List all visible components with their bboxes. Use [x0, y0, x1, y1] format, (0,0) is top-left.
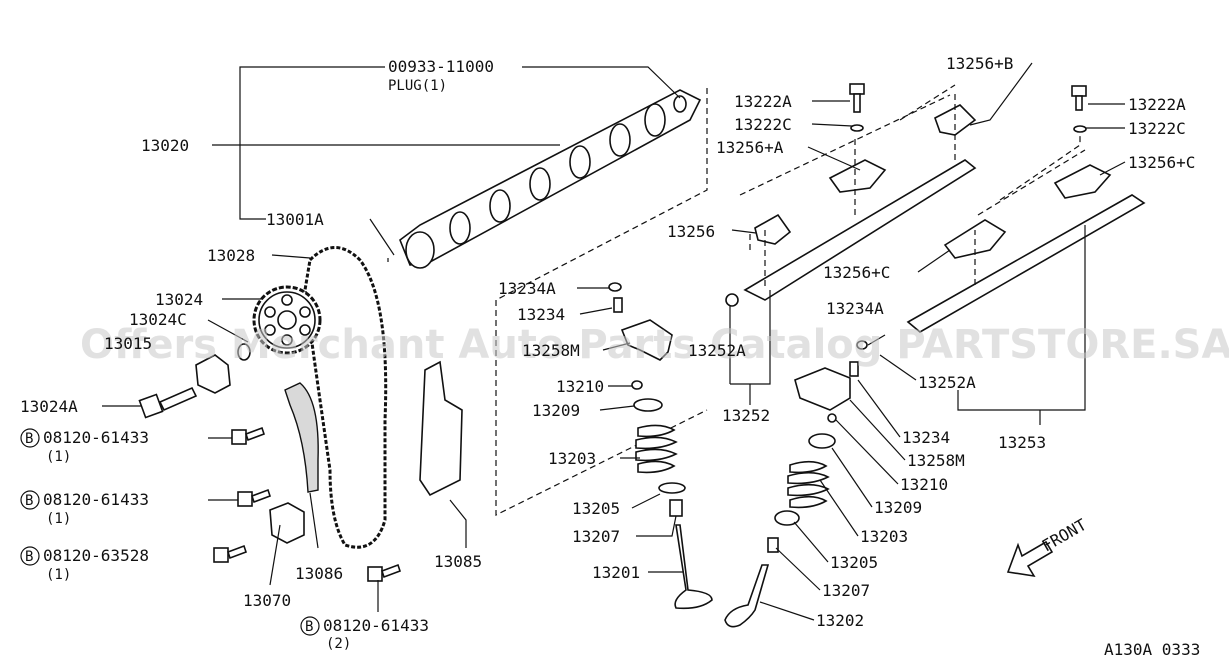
leader-lines	[102, 62, 1126, 621]
callout-bolt-b4[interactable]: B 08120-61433 (2)	[300, 616, 429, 652]
camshaft-illustration[interactable]	[399, 89, 702, 269]
callout-13256[interactable]: 13256	[667, 222, 715, 241]
bolt-13024A-illustration[interactable]	[138, 386, 198, 419]
callout-13001A[interactable]: 13001A	[266, 210, 324, 229]
callout-13207-left[interactable]: 13207	[572, 527, 620, 546]
chain-guide-right-illustration[interactable]	[419, 360, 463, 497]
callout-13252[interactable]: 13252	[722, 406, 770, 425]
callout-13024[interactable]: 13024	[155, 290, 203, 309]
callout-13258M-left[interactable]: 13258M	[522, 341, 580, 360]
rocker-shaft-left-illustration[interactable]	[725, 159, 977, 307]
b-mark-4: B	[305, 619, 313, 635]
callout-13209-left[interactable]: 13209	[532, 401, 580, 420]
callout-13209-right[interactable]: 13209	[874, 498, 922, 517]
callout-13024A[interactable]: 13024A	[20, 397, 78, 416]
washer-illustration[interactable]	[237, 343, 251, 361]
callout-13070[interactable]: 13070	[243, 591, 291, 610]
callout-13203-left[interactable]: 13203	[548, 449, 596, 468]
callout-13205-left[interactable]: 13205	[572, 499, 620, 518]
callout-13020[interactable]: 13020	[141, 136, 189, 155]
callout-13256A[interactable]: 13256+A	[716, 138, 784, 157]
rocker-shaft-right-illustration[interactable]	[906, 194, 1146, 333]
callout-bolt-b3[interactable]: B 08120-63528 (1)	[20, 546, 149, 583]
bolt-b2-part: 08120-61433	[43, 490, 149, 509]
callout-13234A-left[interactable]: 13234A	[498, 279, 556, 298]
bolt-b2-qty: (1)	[46, 511, 71, 527]
callout-plug-desc: PLUG(1)	[388, 78, 447, 94]
front-arrow-icon	[1006, 540, 1054, 578]
callout-13234-right[interactable]: 13234	[902, 428, 950, 447]
callout-13234-left[interactable]: 13234	[517, 305, 565, 324]
washer-13222C-right-illustration[interactable]	[1073, 125, 1087, 133]
bolt-b1-qty: (1)	[46, 449, 71, 465]
bolt-b4-part: 08120-61433	[323, 616, 429, 635]
callout-13222A-left[interactable]: 13222A	[734, 92, 792, 111]
callout-13252A-right[interactable]: 13252A	[918, 373, 976, 392]
callout-13210-left[interactable]: 13210	[556, 377, 604, 396]
callout-13203-right[interactable]: 13203	[860, 527, 908, 546]
diagram-code: A130A 0333	[1104, 640, 1200, 659]
bolt-b1-illustration[interactable]	[231, 426, 266, 445]
bolt-b3-illustration[interactable]	[213, 544, 248, 563]
callout-13256B[interactable]: 13256+B	[946, 54, 1013, 73]
callout-13024C[interactable]: 13024C	[129, 310, 187, 329]
b-mark-2: B	[25, 493, 33, 509]
bolt-b1-part: 08120-61433	[43, 428, 149, 447]
watermark: Offers Merchant Auto Parts Catalog PARTS…	[80, 322, 1229, 368]
valve-train-left-illustration[interactable]	[608, 282, 713, 610]
callout-13207-right[interactable]: 13207	[822, 581, 870, 600]
callout-13205-right[interactable]: 13205	[830, 553, 878, 572]
bolt-b2-illustration[interactable]	[237, 488, 272, 507]
valve-train-right-illustration[interactable]	[724, 340, 868, 628]
callout-bolt-b1[interactable]: B 08120-61433 (1)	[20, 428, 149, 465]
chain-guide-illustration[interactable]	[284, 382, 319, 493]
bolt-13222A-right-illustration[interactable]	[1071, 85, 1087, 111]
sprocket-illustration[interactable]	[252, 285, 322, 355]
callout-13210-right[interactable]: 13210	[900, 475, 948, 494]
callout-13202[interactable]: 13202	[816, 611, 864, 630]
bolt-b3-part: 08120-63528	[43, 546, 149, 565]
bolt-b4-illustration[interactable]	[367, 563, 402, 582]
bolt-b4-qty: (2)	[326, 636, 351, 652]
b-mark-1: B	[25, 431, 33, 447]
callout-13222A-right[interactable]: 13222A	[1128, 95, 1186, 114]
callout-13252A-left[interactable]: 13252A	[688, 341, 746, 360]
callout-13256C-mid[interactable]: 13256+C	[823, 263, 890, 282]
spacer-illustration[interactable]	[195, 354, 231, 394]
rocker-arm-13256-illustration[interactable]	[754, 213, 792, 245]
callout-13253[interactable]: 13253	[998, 433, 1046, 452]
callout-13086[interactable]: 13086	[295, 564, 343, 583]
timing-chain-illustration[interactable]	[303, 246, 388, 549]
callout-plug-part[interactable]: 00933-11000	[388, 57, 494, 76]
callout-13222C-left[interactable]: 13222C	[734, 115, 792, 134]
rocker-arm-13256C-right-illustration[interactable]	[1053, 164, 1112, 199]
bolt-b3-qty: (1)	[46, 567, 71, 583]
callout-13201[interactable]: 13201	[592, 563, 640, 582]
rocker-arm-13256A-illustration[interactable]	[828, 159, 887, 193]
assembly-dashed-lines	[739, 84, 1086, 290]
callout-13015[interactable]: 13015	[104, 334, 152, 353]
front-label: FRONT	[1039, 515, 1091, 556]
callout-13028[interactable]: 13028	[207, 246, 255, 265]
callout-bolt-b2[interactable]: B 08120-61433 (1)	[20, 490, 149, 527]
washer-13222C-left-illustration[interactable]	[850, 124, 864, 132]
tensioner-illustration[interactable]	[269, 502, 305, 544]
callout-13258M-right[interactable]: 13258M	[907, 451, 965, 470]
bolt-13222A-left-illustration[interactable]	[849, 83, 865, 113]
callout-13234A-right[interactable]: 13234A	[826, 299, 884, 318]
b-mark-3: B	[25, 549, 33, 565]
callout-13256C-right[interactable]: 13256+C	[1128, 153, 1195, 172]
callout-13222C-right[interactable]: 13222C	[1128, 119, 1186, 138]
callout-13085[interactable]: 13085	[434, 552, 482, 571]
